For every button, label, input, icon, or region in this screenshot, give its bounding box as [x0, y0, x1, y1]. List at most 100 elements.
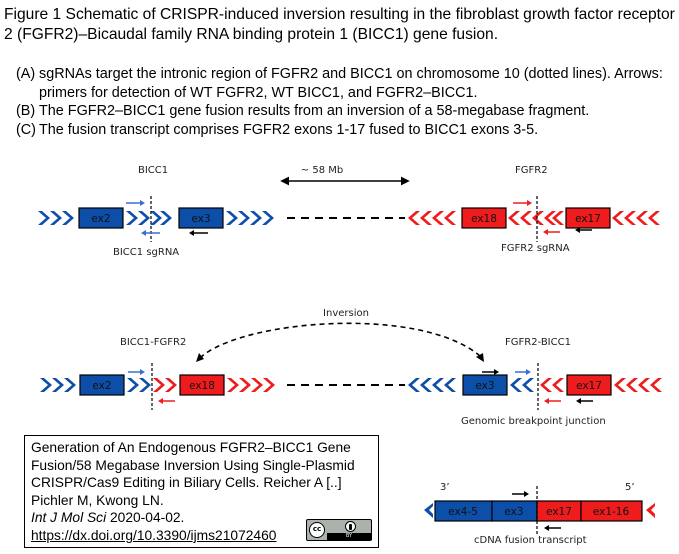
doi-link[interactable]: https://dx.doi.org/10.3390/ijms21072460: [31, 527, 277, 543]
chevron-left-icon: [520, 211, 532, 225]
chevron-left-icon: [432, 211, 444, 225]
chevron-left-icon: [636, 211, 648, 225]
bicc1-fgfr2-label: BICC1-FGFR2: [120, 337, 186, 348]
exon-label: ex2: [92, 380, 111, 392]
five-prime-label: 5’: [625, 482, 635, 493]
legend-item-text: The FGFR2–BICC1 gene fusion results from…: [39, 103, 590, 119]
segment-label: ex1-16: [593, 506, 630, 518]
citation-line: Generation of An Endogenous FGFR2–BICC1 …: [31, 440, 351, 455]
chevron-right-icon: [251, 378, 263, 392]
citation-line: Fusion/58 Megabase Inversion Using Singl…: [31, 457, 355, 473]
cc-by-license-badge[interactable]: cc BY: [306, 519, 372, 541]
primer-arrow-red-reverse: [544, 398, 561, 404]
chevron-right-icon: [52, 378, 64, 392]
panel-c: 3’ 5’ ex4-5 ex3 ex17 ex1-16 cDNA fusion …: [424, 482, 655, 546]
chevron-left-icon: [626, 378, 638, 392]
legend-item-label: (B): [16, 103, 36, 119]
legend-item-a: (A) sgRNAs target the intronic region of…: [16, 65, 676, 102]
chevron-left-icon: [544, 211, 556, 225]
exon-box-ex2: [78, 207, 124, 229]
bicc1-fgfr2-chevrons: [40, 378, 275, 392]
chevron-left-icon: [508, 211, 520, 225]
chevron-right-icon: [153, 378, 165, 392]
primer-arrow-black-reverse: [544, 525, 561, 531]
chevron-left-icon: [624, 211, 636, 225]
chevron-right-icon: [126, 211, 138, 225]
publication-date: 2020-04-02.: [109, 510, 185, 526]
fgfr2-bicc1-chevrons: [408, 378, 662, 392]
primer-arrow-black-reverse: [576, 398, 593, 404]
chevron-left-icon: [552, 211, 564, 225]
primer-arrow-black-reverse: [189, 230, 208, 236]
primer-arrow-black-forward: [512, 491, 529, 497]
exon-label: ex18: [189, 380, 215, 392]
transcript-label: cDNA fusion transcript: [474, 535, 587, 546]
blue-end-chevron: [424, 503, 433, 518]
panel-a: BICC1 FGFR2 ~ 58 Mb ex2 ex3 ex18 ex17 BI…: [38, 165, 660, 258]
chevron-right-icon: [238, 211, 250, 225]
chevron-right-icon: [127, 378, 139, 392]
exon-label: ex3: [191, 213, 210, 225]
inversion-label: Inversion: [323, 308, 369, 319]
primer-arrow-red-reverse: [543, 229, 560, 235]
exon-box-ex3: [178, 207, 224, 229]
chevron-left-icon: [432, 378, 444, 392]
chevron-left-icon: [522, 378, 534, 392]
panel-b: Inversion BICC1-FGFR2 FGFR2-BICC1 ex2 ex…: [40, 308, 662, 427]
exon-box-ex17: [565, 207, 611, 229]
by-label: BY: [327, 533, 371, 540]
exon-label: ex17: [576, 380, 602, 392]
chevron-right-icon: [165, 378, 177, 392]
bicc1-chevrons: [38, 211, 274, 225]
chevron-left-icon: [614, 378, 626, 392]
exon-box-ex18: [461, 207, 507, 229]
figure-legend: (A) sgRNAs target the intronic region of…: [16, 65, 676, 139]
chevron-left-icon: [444, 378, 456, 392]
chevron-left-icon: [420, 211, 432, 225]
chevron-right-icon: [262, 211, 274, 225]
chevron-right-icon: [160, 211, 172, 225]
exon-box-ex18: [179, 374, 225, 396]
chevron-left-icon: [444, 211, 456, 225]
primer-arrow-red-reverse: [158, 398, 175, 404]
primer-arrow-blue-forward: [126, 200, 145, 206]
exon-box-ex2: [79, 374, 125, 396]
chevron-left-icon: [650, 378, 662, 392]
three-prime-label: 3’: [440, 482, 450, 493]
exon-label: ex17: [575, 213, 601, 225]
legend-item-b: (B) The FGFR2–BICC1 gene fusion results …: [16, 102, 676, 121]
legend-item-label: (C): [16, 121, 36, 138]
chevron-right-icon: [263, 378, 275, 392]
chevron-left-icon: [612, 211, 624, 225]
exon-label: ex18: [471, 213, 497, 225]
citation-line: CRISPR/Cas9 Editing in Biliary Cells. Re…: [31, 475, 342, 491]
red-end-chevron: [646, 503, 655, 518]
segment-label: ex3: [504, 506, 523, 518]
legend-item-label: (A): [16, 66, 36, 82]
inversion-arrowhead-left: [196, 353, 204, 362]
attribution-person-icon: [345, 521, 356, 532]
primer-arrow-blue-forward: [128, 369, 145, 375]
chevron-right-icon: [226, 211, 238, 225]
chevron-right-icon: [239, 378, 251, 392]
primer-arrow-red-forward: [513, 200, 532, 206]
legend-item-c: (C) The fusion transcript comprises FGFR…: [16, 121, 676, 140]
chevron-left-icon: [648, 211, 660, 225]
junction-label: Genomic breakpoint junction: [461, 416, 606, 427]
chevron-right-icon: [40, 378, 52, 392]
citation-doi-line: https://dx.doi.org/10.3390/ijms21072460: [31, 527, 378, 545]
chevron-right-icon: [64, 378, 76, 392]
chevron-right-icon: [138, 211, 150, 225]
inversion-arrowhead-right: [476, 353, 484, 362]
chevron-left-icon: [408, 378, 420, 392]
chevron-right-icon: [227, 378, 239, 392]
citation-line: Pichler M, Kwong LN.: [31, 492, 164, 508]
chevron-left-icon: [408, 211, 420, 225]
exon-box-ex17: [566, 374, 612, 396]
segment-label: ex4-5: [448, 506, 478, 518]
creative-commons-icon: cc: [309, 522, 325, 538]
bicc1-gene-label: BICC1: [138, 165, 168, 176]
exon-label: ex2: [91, 213, 110, 225]
chevron-left-icon: [532, 211, 544, 225]
